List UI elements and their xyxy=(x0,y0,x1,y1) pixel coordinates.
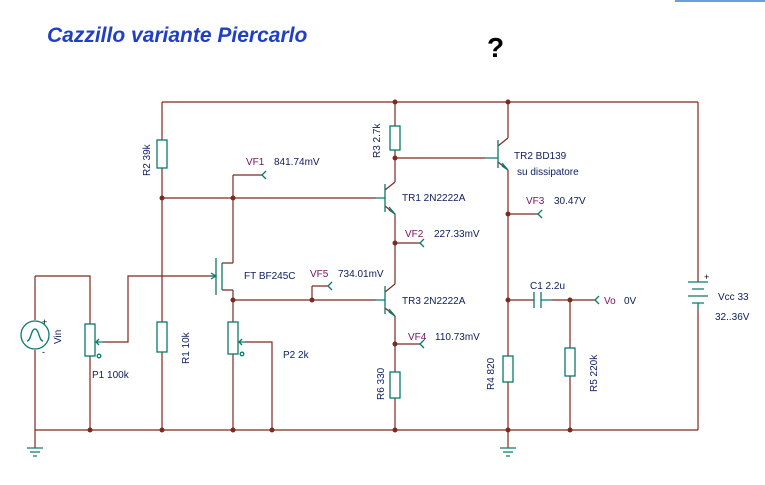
potentiometer-p2 xyxy=(227,321,245,357)
label-r6: R6 330 xyxy=(376,367,387,400)
resistor-r3 xyxy=(389,125,401,151)
label-r5: R5 220k xyxy=(589,354,600,392)
window-edge-bar xyxy=(675,0,765,2)
label-tr3: TR3 2N2222A xyxy=(402,296,466,307)
meter-vf1-name: VF1 xyxy=(246,157,265,168)
meter-vf4-name: VF4 xyxy=(408,332,427,343)
meter-vo-value: 0V xyxy=(624,296,637,307)
probe-vf4 xyxy=(419,339,425,349)
vcc-plus-sign: + xyxy=(704,272,709,282)
label-r1: R1 10k xyxy=(181,331,192,364)
label-ft: FT BF245C xyxy=(244,271,296,282)
junction-dots xyxy=(87,99,573,433)
meter-vf3-value: 30.47V xyxy=(554,196,586,207)
question-mark: ? xyxy=(487,32,504,63)
label-tr2: TR2 BD139 xyxy=(514,151,567,162)
label-r3: R3 2.7k xyxy=(372,123,383,158)
label-vin: Vin xyxy=(53,330,64,344)
signal-source-vin xyxy=(20,320,50,350)
probe-vf5 xyxy=(327,281,333,291)
probe-vf1 xyxy=(261,170,267,180)
label-vcc: Vcc 33 xyxy=(718,292,749,303)
ground-symbol-left xyxy=(27,447,43,457)
transistor-tr2 xyxy=(485,140,509,171)
label-tr2-note: su dissipatore xyxy=(517,167,579,178)
resistor-r5 xyxy=(564,347,576,377)
label-c1: C1 2.2u xyxy=(530,281,565,292)
ground-symbol-right xyxy=(500,447,516,457)
label-p2: P2 2k xyxy=(283,350,310,361)
resistor-r2 xyxy=(156,139,168,169)
label-r4: R4 820 xyxy=(486,357,497,390)
resistor-r1 xyxy=(156,321,168,353)
vin-plus-sign: + xyxy=(42,317,47,327)
probe-vf2 xyxy=(419,238,425,248)
label-tr1: TR1 2N2222A xyxy=(402,193,466,204)
meter-vf2-value: 227.33mV xyxy=(434,229,480,240)
meter-vf5-name: VF5 xyxy=(310,269,329,280)
meter-vf2-name: VF2 xyxy=(405,229,424,240)
jfet-ft xyxy=(210,258,223,295)
potentiometer-p1 xyxy=(84,323,103,359)
meter-vf1-value: 841.74mV xyxy=(274,157,320,168)
probe-vo xyxy=(594,295,600,305)
resistor-r4 xyxy=(502,355,514,383)
meter-vf5-value: 734.01mV xyxy=(338,269,384,280)
meter-vf3-name: VF3 xyxy=(526,196,545,207)
label-r2: R2 39k xyxy=(142,143,153,176)
transistor-tr3 xyxy=(376,286,396,317)
label-p1: P1 100k xyxy=(92,370,130,381)
meter-vo-name: Vo xyxy=(604,296,616,307)
probe-vf3 xyxy=(537,209,543,219)
schematic-title: Cazzillo variante Piercarlo xyxy=(47,24,307,47)
battery-vcc xyxy=(688,281,708,310)
label-vcc-range: 32..36V xyxy=(715,312,750,323)
resistor-r6 xyxy=(389,371,401,399)
meter-vf4-value: 110.73mV xyxy=(435,332,480,343)
capacitor-c1 xyxy=(533,292,552,308)
transistor-tr1 xyxy=(376,184,396,215)
vin-minus-sign: - xyxy=(42,347,45,357)
